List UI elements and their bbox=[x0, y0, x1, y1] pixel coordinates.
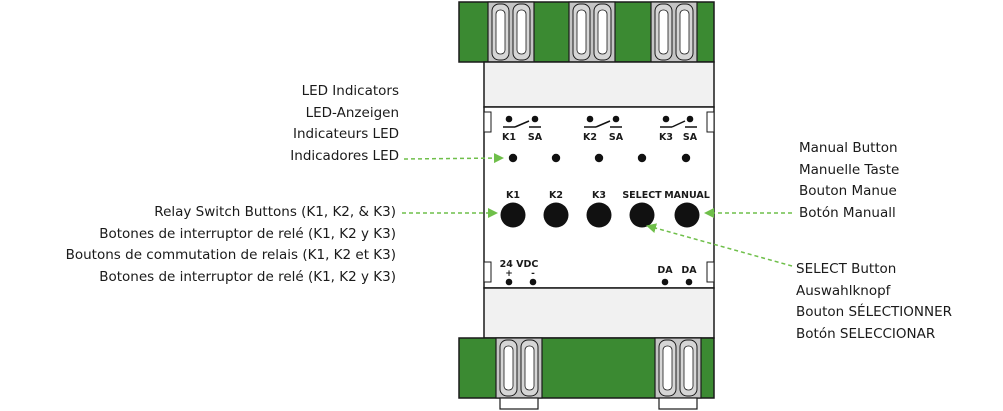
led-indicator-4 bbox=[637, 153, 647, 163]
led-indicator-3 bbox=[594, 153, 604, 163]
bottom-foot-right bbox=[658, 397, 698, 410]
led-callout: LED Indicators LED-Anzeigen Indicateurs … bbox=[290, 81, 399, 167]
relay-callout-line-es2: Botones de interruptor de relé (K1, K2 y… bbox=[99, 268, 396, 285]
relay-k1-sa-label: SA bbox=[528, 132, 543, 143]
relay-contact-symbol-k2: K2 SA bbox=[583, 115, 624, 143]
led-indicator-1 bbox=[508, 153, 518, 163]
led-callout-line-en: LED Indicators bbox=[301, 83, 399, 99]
led-callout-arrow bbox=[403, 153, 504, 164]
bottom-right-clamp bbox=[654, 337, 702, 399]
power-plus-label: + bbox=[505, 269, 513, 279]
da-right-label: DA bbox=[681, 265, 697, 276]
button-manual-label: MANUAL bbox=[664, 190, 710, 201]
manual-callout-line-es: Botón Manuall bbox=[799, 204, 896, 221]
select-callout-line-es: Botón SELECCIONAR bbox=[796, 325, 936, 342]
select-callout-line-en: SELECT Button bbox=[796, 261, 897, 277]
power-plus-terminal bbox=[505, 278, 513, 286]
manual-callout-line-en: Manual Button bbox=[799, 140, 898, 156]
led-callout-line-de: LED-Anzeigen bbox=[305, 104, 399, 121]
manual-callout-line-de: Manuelle Taste bbox=[799, 161, 900, 178]
button-k1-label: K1 bbox=[506, 190, 520, 201]
relay-k1-label: K1 bbox=[502, 132, 516, 143]
button-k3-label: K3 bbox=[592, 190, 606, 201]
da-right-terminal bbox=[685, 278, 693, 286]
housing-front-panel bbox=[483, 106, 715, 289]
left-upper-tab bbox=[483, 111, 492, 133]
relay-k3-label: K3 bbox=[659, 132, 673, 143]
relay-callout-line-fr: Boutons de commutation de relais (K1, K2… bbox=[65, 247, 396, 263]
select-callout-line-de: Auswahlknopf bbox=[796, 282, 891, 299]
housing-lower-panel bbox=[483, 287, 715, 339]
select-callout: SELECT Button Auswahlknopf Bouton SÉLECT… bbox=[796, 259, 952, 345]
button-k2-label: K2 bbox=[549, 190, 563, 201]
relay-callout-line-es: Botones de interruptor de relé (K1, K2 y… bbox=[99, 225, 396, 242]
top-middle-clamp bbox=[568, 1, 616, 63]
housing-upper-panel bbox=[483, 61, 715, 108]
top-right-clamp bbox=[650, 1, 698, 63]
k1-button[interactable] bbox=[500, 202, 526, 228]
relay-contact-symbol-k3: K3 SA bbox=[659, 115, 698, 143]
select-callout-line-fr: Bouton SÉLECTIONNER bbox=[796, 304, 953, 320]
bottom-foot-left bbox=[499, 397, 539, 410]
relay-k3-sa-label: SA bbox=[683, 132, 698, 143]
left-lower-tab bbox=[483, 261, 492, 283]
manual-callout-line-fr: Bouton Manue bbox=[799, 183, 897, 199]
led-indicator-5 bbox=[681, 153, 691, 163]
relay-k2-sa-label: SA bbox=[609, 132, 624, 143]
da-left-terminal bbox=[661, 278, 669, 286]
power-minus-terminal bbox=[529, 278, 537, 286]
right-lower-tab bbox=[706, 261, 715, 283]
led-indicator-2 bbox=[551, 153, 561, 163]
k3-button[interactable] bbox=[586, 202, 612, 228]
relay-callout-line-en: Relay Switch Buttons (K1, K2, & K3) bbox=[154, 204, 396, 220]
led-callout-line-es: Indicadores LED bbox=[290, 147, 399, 164]
relay-contact-symbol-k1: K1 SA bbox=[502, 115, 543, 143]
manual-callout: Manual Button Manuelle Taste Bouton Manu… bbox=[799, 138, 899, 224]
led-callout-line-fr: Indicateurs LED bbox=[292, 126, 399, 142]
power-minus-label: - bbox=[531, 269, 535, 279]
da-left-label: DA bbox=[657, 265, 673, 276]
k2-button[interactable] bbox=[543, 202, 569, 228]
right-upper-tab bbox=[706, 111, 715, 133]
relay-k2-label: K2 bbox=[583, 132, 597, 143]
bottom-left-clamp bbox=[495, 337, 543, 399]
relay-callout: Relay Switch Buttons (K1, K2, & K3) Boto… bbox=[66, 202, 396, 288]
power-label: 24 VDC bbox=[500, 259, 539, 270]
button-select-label: SELECT bbox=[622, 190, 662, 201]
select-button[interactable] bbox=[629, 202, 655, 228]
select-callout-arrow bbox=[646, 223, 793, 267]
top-left-clamp bbox=[487, 1, 535, 63]
manual-button[interactable] bbox=[674, 202, 700, 228]
